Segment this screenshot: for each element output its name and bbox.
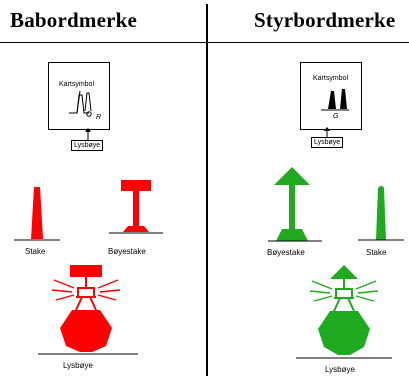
port-stake-icon [14,187,60,241]
port-chart-symbol-title: Kartsymbol [59,81,95,88]
starboard-stake-icon [358,186,404,241]
port-chart-pointer-arrow [85,128,91,140]
port-light-buoy-label: Lysbøye [63,361,93,370]
port-chart-label-box: Lysbøye [71,140,104,151]
port-mark-title: Babordmerke [10,8,138,32]
header-underline [0,42,409,43]
starboard-light-buoy-label: Lysbøye [325,365,355,374]
starboard-light-buoy-icon [296,265,392,359]
starboard-mark-title: Styrbordmerke [254,8,396,32]
center-divider [206,4,208,376]
starboard-stake-label: Stake [366,248,387,257]
port-mark-panel: Babordmerke Kartsymbol R Lysbøye Stake B… [10,8,163,370]
starboard-mark-panel: Styrbordmerke Kartsymbol G Lysbøye Bøyes… [208,0,409,376]
port-chart-buoy-icon [69,90,92,117]
starboard-chart-buoy-icon [321,89,349,111]
port-chart-symbol-box: Kartsymbol R [48,62,110,130]
port-chart-code: R [96,114,102,121]
port-light-buoy-icon [38,265,138,355]
starboard-chart-label-box: Lysbøye [311,137,344,148]
starboard-buoy-stake-label: Bøyestake [267,248,305,257]
starboard-chart-code: G [333,113,339,120]
starboard-buoy-stake-icon [268,167,322,242]
starboard-chart-symbol-box: Kartsymbol G [300,62,362,130]
port-stake-label: Stake [25,247,46,256]
port-buoy-stake-label: Bøyestake [108,247,146,256]
starboard-chart-symbol-title: Kartsymbol [313,75,349,82]
port-buoy-stake-icon [109,180,163,234]
